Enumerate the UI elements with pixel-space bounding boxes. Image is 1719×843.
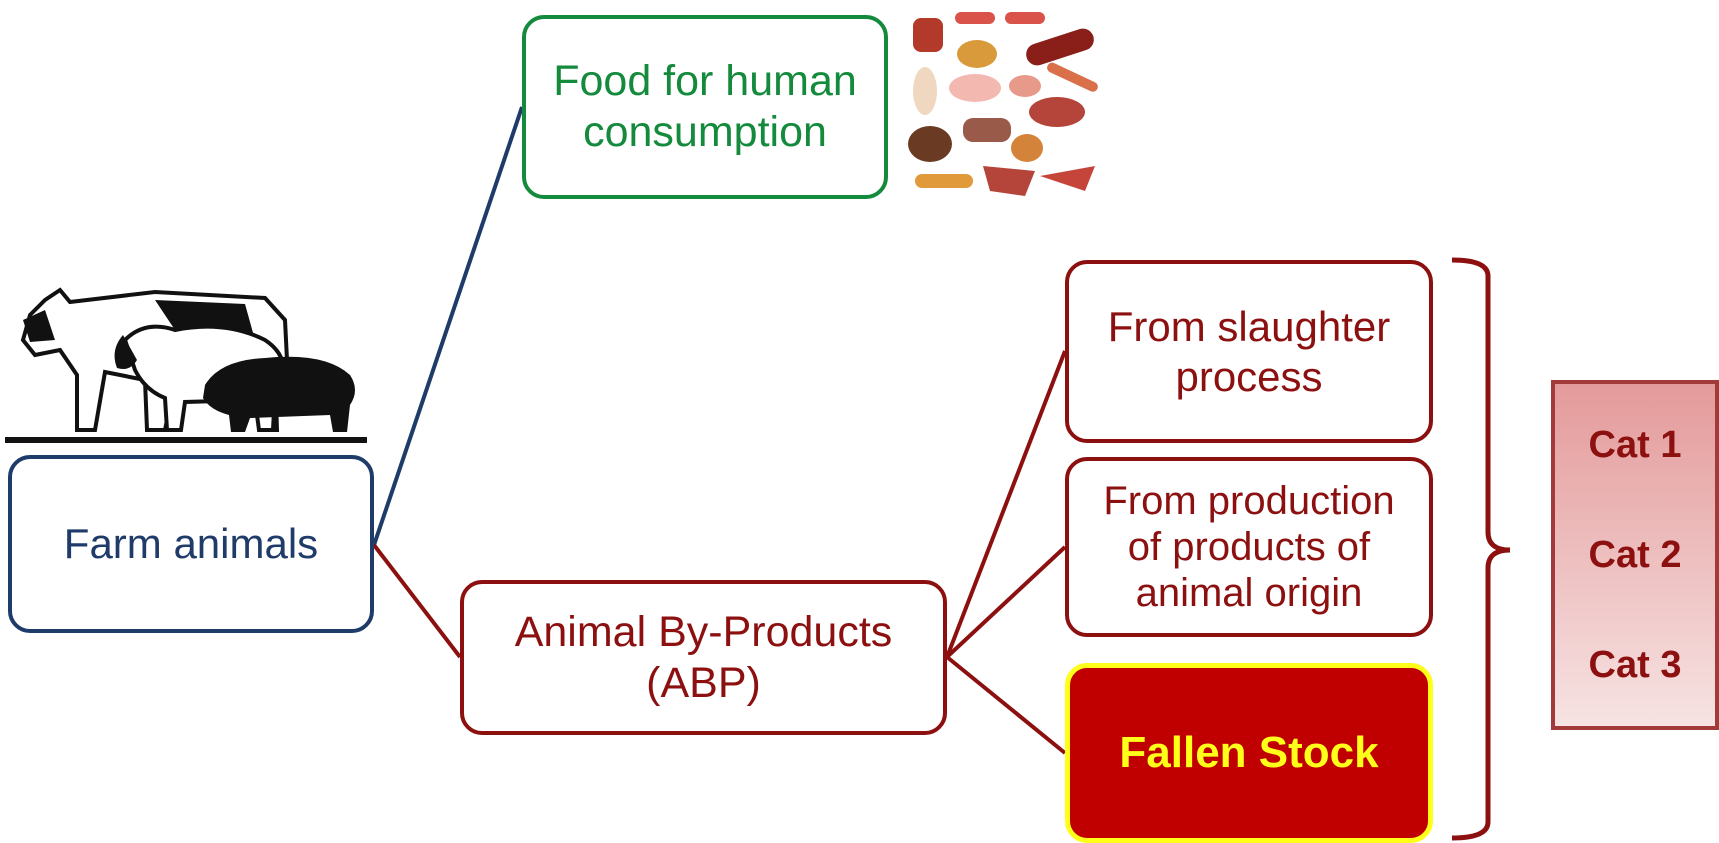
- farm-animals-illustration: [5, 280, 375, 450]
- food-for-human-consumption-box: Food for human consumption: [522, 15, 888, 199]
- category-2-label: Cat 2: [1589, 534, 1682, 577]
- right-bracket: [1452, 260, 1510, 838]
- fallen-stock-box: Fallen Stock: [1065, 663, 1433, 843]
- category-1-label: Cat 1: [1589, 424, 1682, 467]
- category-panel: Cat 1 Cat 2 Cat 3: [1551, 380, 1719, 730]
- from-slaughter-process-box: From slaughter process: [1065, 260, 1433, 443]
- line-abp-to-production: [947, 547, 1065, 657]
- line-farm-to-abp: [374, 545, 460, 657]
- category-3-label: Cat 3: [1589, 644, 1682, 687]
- farm-animals-box: Farm animals: [8, 455, 374, 633]
- animal-by-products-box: Animal By-Products (ABP): [460, 580, 947, 735]
- line-farm-to-food: [374, 107, 522, 545]
- line-abp-to-slaughter: [947, 351, 1065, 657]
- meat-products-illustration: [905, 6, 1105, 201]
- line-abp-to-fallen: [947, 657, 1065, 753]
- from-production-box: From production of products of animal or…: [1065, 457, 1433, 637]
